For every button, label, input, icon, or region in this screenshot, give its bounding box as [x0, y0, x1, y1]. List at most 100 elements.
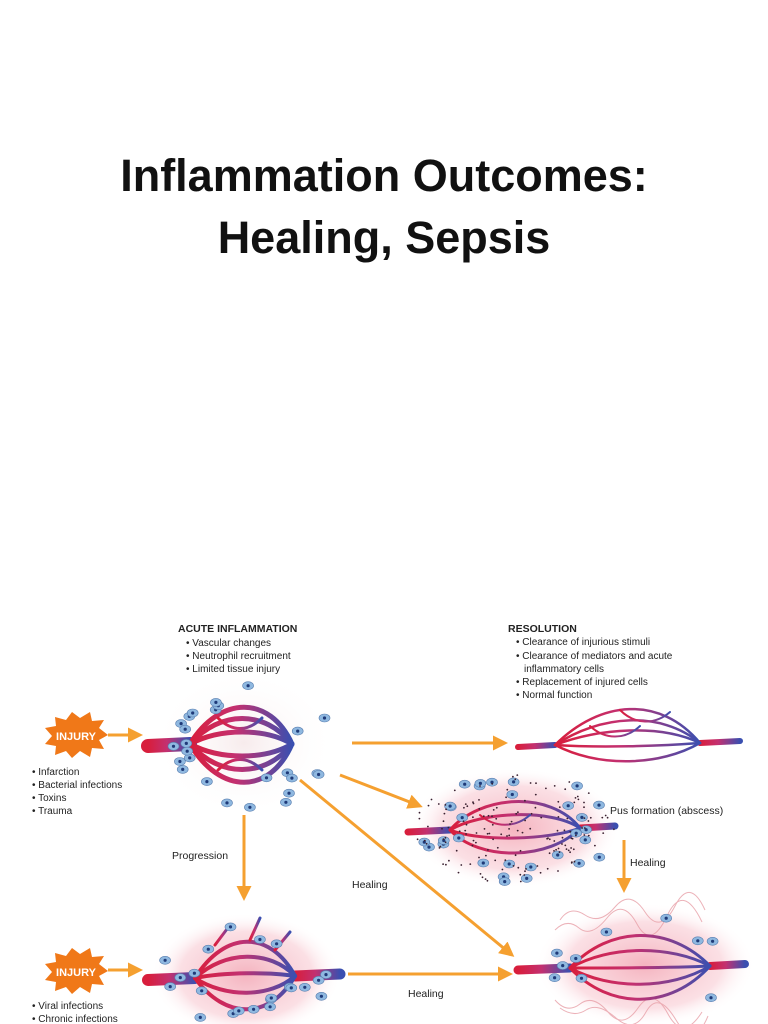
pus-dot	[606, 816, 609, 819]
pus-dot	[442, 838, 445, 840]
pus-dot	[508, 828, 510, 830]
cell-nucleus	[525, 876, 529, 880]
cell-nucleus	[463, 782, 467, 786]
pus-dot	[525, 868, 527, 870]
cell-nucleus	[427, 845, 431, 849]
pus-dot	[441, 827, 443, 830]
healing-label-center: Healing	[352, 879, 388, 891]
cell-nucleus	[185, 749, 189, 753]
slide-title: Inflammation Outcomes: Healing, Sepsis	[0, 145, 768, 269]
pus-dot	[534, 806, 537, 809]
pus-dot	[442, 820, 445, 823]
pus-dot	[471, 844, 474, 847]
flow-arrows	[108, 727, 632, 982]
cell-nucleus	[604, 930, 609, 934]
pus-dot	[523, 874, 526, 876]
cell-nucleus	[192, 971, 196, 975]
cause-item: • Viral infections	[32, 1001, 103, 1012]
pus-dot	[453, 789, 456, 792]
inflammation-outcomes-diagram: ACUTE INFLAMMATION • Vascular changes • …	[32, 623, 755, 1024]
cell-nucleus	[580, 815, 584, 819]
pus-dot	[508, 834, 511, 837]
pus-dot	[587, 834, 590, 837]
pus-dot	[438, 847, 441, 849]
pus-dot	[486, 879, 489, 882]
title-line-1: Inflammation Outcomes:	[120, 150, 648, 201]
cell-nucleus	[478, 781, 482, 785]
pus-dot	[517, 811, 519, 814]
pus-dot	[447, 826, 450, 829]
pus-dot	[484, 878, 487, 880]
cell-nucleus	[200, 989, 204, 993]
cell-nucleus	[181, 767, 185, 771]
pus-dot	[465, 823, 468, 826]
cell-nucleus	[264, 776, 269, 780]
cell-nucleus	[178, 976, 182, 980]
pus-dot	[509, 823, 511, 825]
pus-dot	[547, 837, 549, 840]
pus-dot	[460, 864, 463, 866]
cell-nucleus	[168, 985, 172, 989]
pus-dot	[575, 834, 577, 837]
cell-nucleus	[284, 800, 288, 804]
pus-dot	[602, 832, 605, 834]
cell-nucleus	[228, 925, 233, 929]
pus-dot	[539, 871, 542, 874]
pus-dot	[439, 845, 442, 848]
cell-nucleus	[583, 838, 587, 842]
cell-nucleus	[507, 862, 511, 866]
cell-nucleus	[163, 958, 167, 962]
acute-vessel-network	[141, 704, 346, 785]
cell-nucleus	[529, 865, 533, 869]
pus-dot	[504, 859, 507, 862]
pus-dot	[587, 792, 590, 794]
pus-dot	[519, 849, 522, 852]
cell-nucleus	[575, 784, 579, 788]
pus-dot	[478, 808, 481, 810]
resolution-vessel-network	[515, 707, 743, 763]
pus-dot	[558, 851, 561, 853]
pus-dot	[589, 816, 592, 819]
cell-nucleus	[574, 956, 578, 961]
injury-burst-bottom: INJURY	[45, 948, 108, 994]
pus-dot	[613, 828, 615, 831]
pus-dot	[524, 819, 526, 822]
pus-dot	[576, 795, 579, 798]
injury-label: INJURY	[56, 967, 97, 979]
pus-dot	[444, 836, 447, 839]
cell-nucleus	[252, 1007, 256, 1011]
pus-dot	[540, 816, 543, 819]
pus-dot	[491, 815, 493, 818]
pus-dot	[565, 848, 568, 850]
pus-dot	[418, 811, 421, 814]
cell-nucleus	[268, 1005, 272, 1009]
pus-dot	[464, 803, 467, 805]
progression-label: Progression	[172, 850, 228, 862]
cell-nucleus	[289, 986, 293, 990]
injury-burst-icon	[45, 948, 108, 994]
pus-dot	[577, 798, 580, 801]
pus-dot	[437, 803, 440, 805]
resolution-bullet: inflammatory cells	[524, 664, 604, 675]
pus-dot	[581, 827, 583, 829]
cause-item: • Infarction	[32, 767, 79, 778]
pus-dot	[548, 838, 551, 841]
pus-dot	[472, 839, 475, 842]
cell-nucleus	[269, 996, 273, 1000]
pus-dot	[486, 832, 489, 835]
pus-dot	[479, 873, 482, 875]
pus-dot	[481, 876, 484, 879]
arrow-to-abscess	[339, 773, 423, 809]
pus-dot	[418, 817, 421, 820]
healing-label-right: Healing	[630, 857, 666, 869]
resolution-block: RESOLUTION • Clearance of injurious stim…	[508, 623, 673, 701]
pus-dot	[568, 781, 571, 783]
pus-dot	[472, 816, 474, 819]
pus-dot	[487, 849, 489, 851]
acute-bullet: • Neutrophil recruitment	[186, 651, 291, 662]
pus-dot	[519, 880, 522, 883]
resolution-bullet: • Normal function	[516, 690, 592, 701]
cell-nucleus	[275, 942, 279, 946]
pus-dot	[557, 847, 560, 850]
pus-dot	[478, 799, 480, 801]
